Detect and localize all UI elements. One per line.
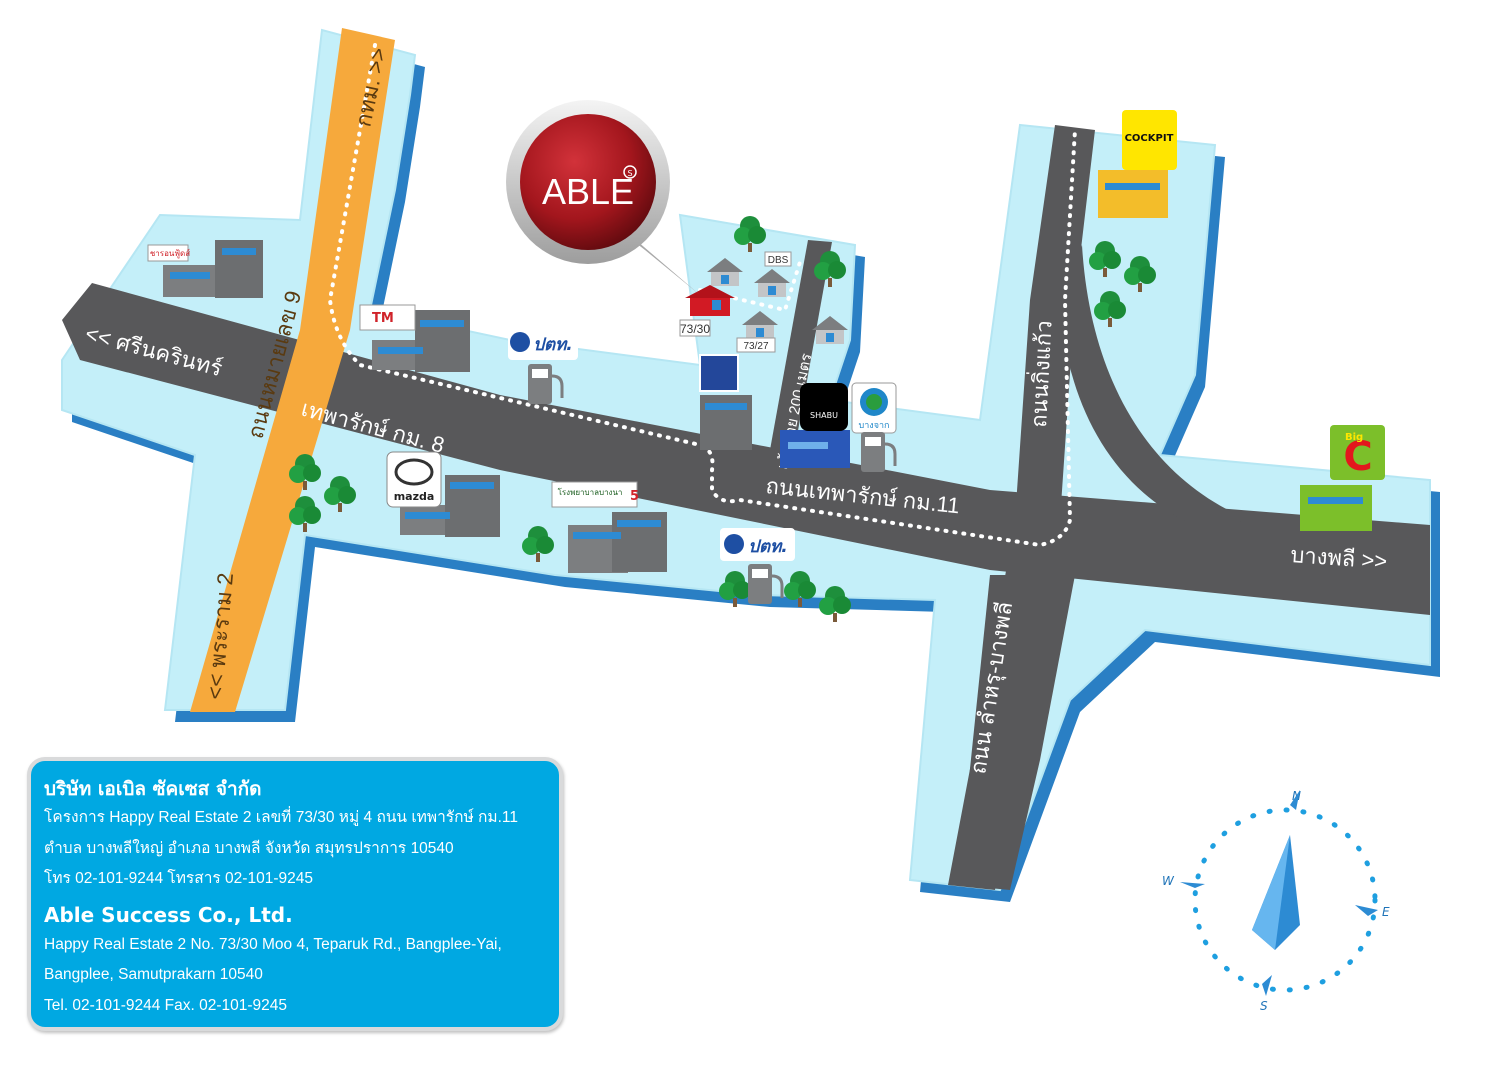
- company-address-th-1: โครงการ Happy Real Estate 2 เลขที่ 73/30…: [44, 809, 519, 826]
- sharon-label: ชารอนฟู้ดส์: [150, 248, 190, 259]
- dbs-label: DBS: [768, 255, 789, 266]
- tm-label: TM: [372, 311, 394, 326]
- route-dots: [327, 43, 1077, 548]
- hospital-number: 5: [630, 489, 639, 504]
- houses: 73/30 73/27 DBS: [679, 251, 848, 353]
- company-phone-th: โทร 02-101-9244 โทรสาร 02-101-9245: [44, 870, 313, 887]
- company-address-en-2: Bangplee, Samutprakarn 10540: [44, 966, 263, 983]
- company-name-th: บริษัท เอเบิล ซัคเซส จำกัด: [44, 778, 262, 800]
- company-address-en-1: Happy Real Estate 2 No. 73/30 Moo 4, Tep…: [44, 935, 502, 953]
- ptt-label-1: ปตท.: [533, 335, 573, 355]
- company-name-en: Able Success Co., Ltd.: [44, 902, 293, 927]
- hospital-label: โรงพยาบาลบางนา: [558, 487, 623, 497]
- compass-e: E: [1382, 905, 1390, 919]
- able-office-house: [685, 285, 735, 316]
- house-label-73-30: 73/30: [680, 322, 710, 336]
- compass-w: W: [1162, 874, 1175, 888]
- bangchak-label: บางจาก: [859, 421, 890, 431]
- road-highway9: [190, 28, 395, 712]
- road-soi200: [766, 240, 832, 475]
- cockpit-label: COCKPIT: [1125, 133, 1174, 144]
- compass: N S E W: [1162, 789, 1390, 1013]
- company-phone-en: Tel. 02-101-9244 Fax. 02-101-9245: [44, 996, 287, 1014]
- company-address-th-2: ตำบล บางพลีใหญ่ อำเภอ บางพลี จังหวัด สมุ…: [44, 839, 454, 857]
- able-logo: ABLE S: [506, 100, 700, 295]
- bigc-big: Big: [1345, 432, 1363, 443]
- road-ramp: [1060, 245, 1250, 528]
- compass-s: S: [1260, 999, 1268, 1013]
- shabu-label: SHABU: [810, 411, 838, 420]
- able-logo-mark: S: [627, 169, 632, 178]
- ptt-label-2: ปตท.: [748, 537, 788, 557]
- mazda-label: mazda: [394, 490, 435, 503]
- company-info-card: บริษัท เอเบิล ซัคเซส จำกัด โครงการ Happy…: [27, 757, 563, 1031]
- house-label-73-27: 73/27: [743, 341, 768, 352]
- buildings: ชารอนฟู้ดส์ TM mazda โรงพยาบาลบางนา 5 SH…: [147, 110, 1385, 573]
- road-lamhru: [958, 575, 1075, 890]
- able-logo-text: ABLE: [542, 171, 634, 212]
- ptt-stations: ปตท. ปตท.: [508, 325, 897, 606]
- bigc-c: C: [1343, 434, 1372, 480]
